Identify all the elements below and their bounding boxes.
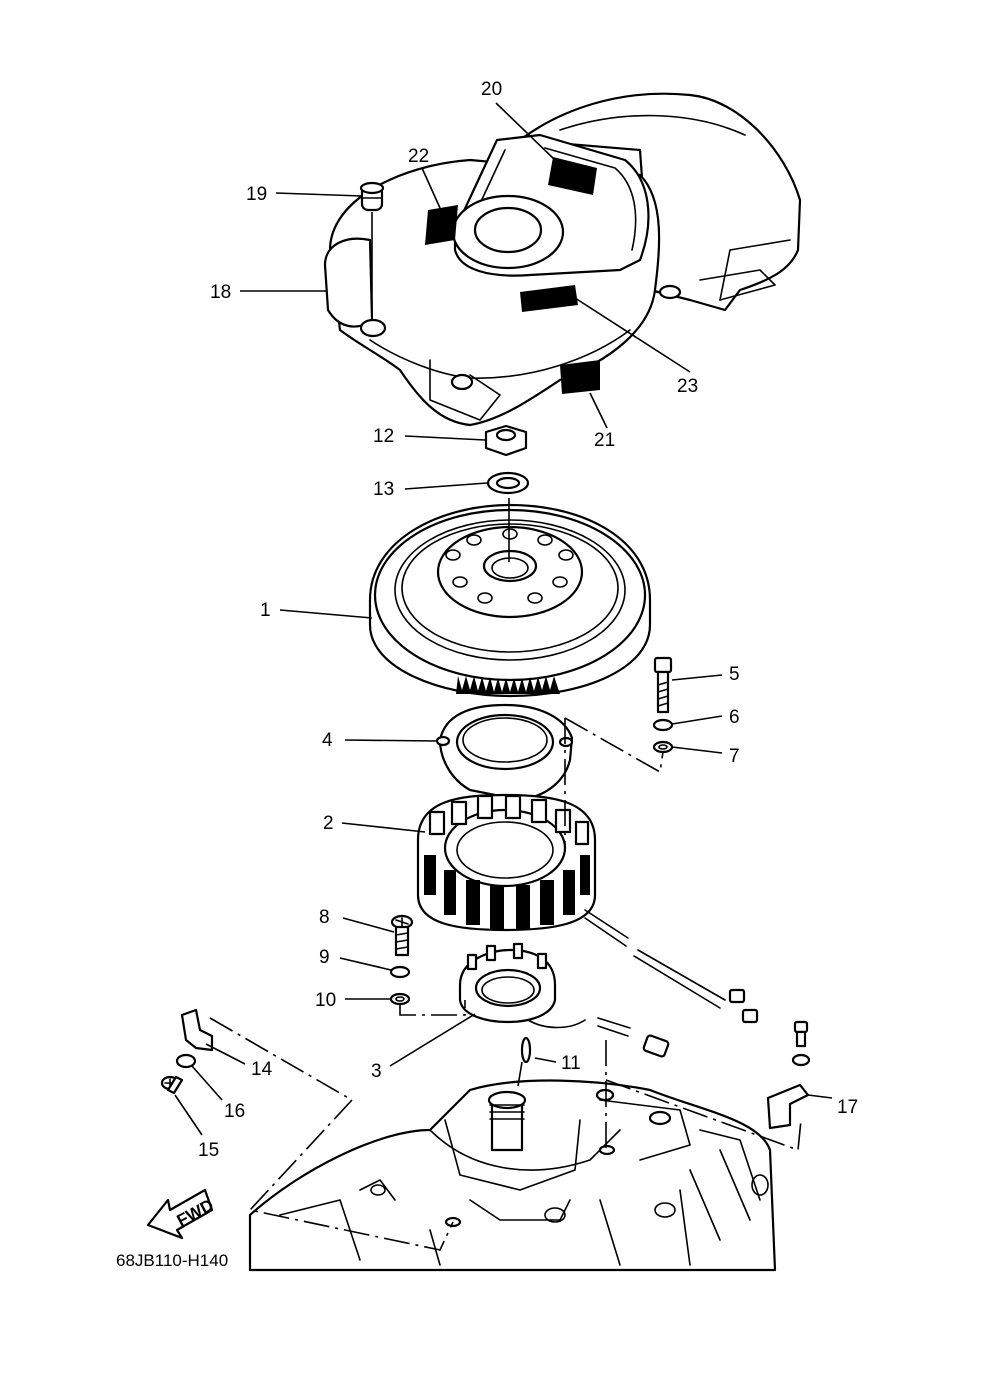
flywheel-nut [484, 424, 528, 457]
flywheel-washer [486, 471, 530, 495]
callout-20: 20 [481, 79, 502, 100]
clamp-bracket-set [766, 1020, 811, 1130]
callout-23: 23 [677, 376, 698, 397]
callout-3: 3 [371, 1061, 382, 1082]
callout-15: 15 [198, 1140, 219, 1161]
assembly-lines [209, 717, 802, 1251]
callout-2: 2 [323, 813, 334, 834]
leader-lines [174, 102, 833, 1136]
callout-8: 8 [319, 907, 330, 928]
callout-19: 19 [246, 184, 267, 205]
fwd-arrow-icon: FWD [146, 1188, 217, 1240]
diagram-code: 68JB110-H140 [116, 1251, 228, 1270]
screw-washer-set [389, 914, 414, 1006]
callout-10: 10 [315, 990, 336, 1011]
callout-9: 9 [319, 947, 330, 968]
stator-base-plate [435, 703, 574, 802]
wire-clamp-set [160, 1008, 214, 1095]
callout-14: 14 [251, 1059, 273, 1080]
flywheel-cover [323, 92, 802, 427]
o-ring [520, 1036, 532, 1064]
callout-21: 21 [594, 430, 615, 451]
pulser-coil [458, 942, 670, 1058]
grommet [359, 181, 385, 320]
stator-coil [416, 793, 759, 1024]
callout-17: 17 [837, 1097, 858, 1118]
callout-7: 7 [729, 746, 740, 767]
callout-12: 12 [373, 426, 394, 447]
callout-6: 6 [729, 707, 740, 728]
callout-11: 11 [561, 1053, 581, 1074]
callout-16: 16 [224, 1101, 245, 1122]
callout-4: 4 [322, 730, 333, 751]
callout-labels: 1 2 3 4 5 6 7 8 9 10 11 12 13 14 15 16 1… [198, 79, 858, 1161]
callout-18: 18 [210, 282, 231, 303]
callout-13: 13 [373, 479, 394, 500]
engine-powerhead [248, 1079, 777, 1272]
callout-1: 1 [260, 600, 271, 621]
bolt-washer-set [652, 656, 674, 754]
flywheel [368, 498, 652, 698]
callout-5: 5 [729, 664, 740, 685]
callout-22: 22 [408, 146, 429, 167]
